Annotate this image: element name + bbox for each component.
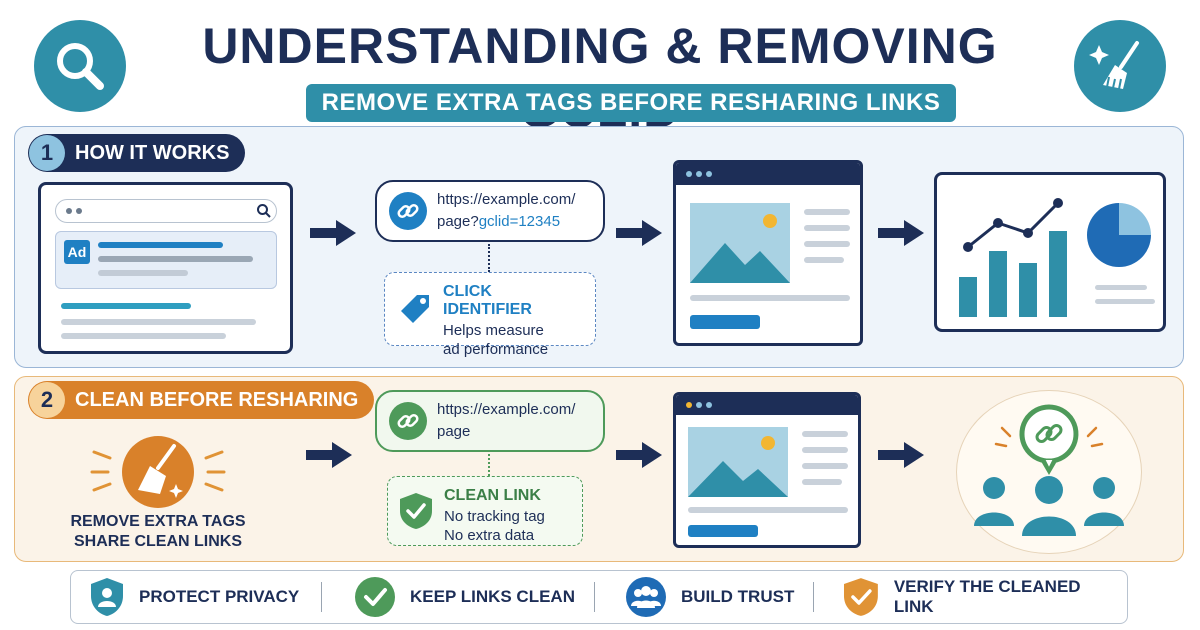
ad-badge: Ad (64, 240, 90, 264)
step-1-number: 1 (29, 135, 65, 171)
url-line-2: page?gclid=12345 (437, 211, 575, 233)
arrow-right-icon (878, 220, 924, 246)
clean-url[interactable]: https://example.com/ page (375, 390, 605, 452)
analytics-card (934, 172, 1166, 332)
group-icon (626, 577, 666, 617)
divider (813, 582, 814, 612)
arrow-right-icon (616, 442, 662, 468)
divider (594, 582, 595, 612)
landing-page-card (673, 160, 863, 346)
arrow-right-icon (310, 220, 356, 246)
url-text: https://example.com/ page (437, 399, 575, 443)
link-icon (389, 192, 427, 230)
arrow-right-icon (878, 442, 924, 468)
summary-line-2: SHARE CLEAN LINKS (73, 533, 242, 550)
arrow-right-icon (306, 442, 352, 468)
search-results-card: Ad (38, 182, 293, 354)
benefit-label: BUILD TRUST (681, 587, 795, 606)
click-identifier-box: CLICK IDENTIFIER Helps measure ad perfor… (384, 272, 596, 358)
benefit-protect-privacy: PROTECT PRIVACY (71, 571, 321, 623)
page-subtitle: REMOVE EXTRA TAGS BEFORE RESHARING LINKS (306, 84, 956, 122)
benefit-keep-links-clean: KEEP LINKS CLEAN (322, 571, 594, 623)
info-line-2: No extra data (444, 527, 535, 544)
url-line-1: https://example.com/ (437, 191, 576, 208)
step-1-title: HOW IT WORKS (75, 141, 230, 164)
clean-link-box: CLEAN LINK No tracking tag No extra data (387, 476, 583, 546)
link-icon (389, 402, 427, 440)
step-2-number: 2 (29, 382, 65, 418)
info-title: CLICK IDENTIFIER (443, 283, 532, 318)
clean-summary: REMOVE EXTRA TAGS SHARE CLEAN LINKS (58, 512, 258, 552)
ad-result[interactable]: Ad (55, 231, 277, 289)
summary-line-1: REMOVE EXTRA TAGS (70, 513, 246, 530)
benefit-label: VERIFY THE CLEANED LINK (893, 577, 1081, 616)
connector (488, 244, 490, 272)
gclid-url[interactable]: https://example.com/ page?gclid=12345 (375, 180, 605, 242)
shield-check-icon (843, 578, 878, 616)
url-line-2: page (437, 423, 471, 440)
search-icon (257, 204, 271, 218)
cta-button[interactable] (688, 525, 758, 537)
cta-button[interactable] (690, 315, 760, 329)
magnifier-icon (34, 20, 126, 112)
landing-page-card (673, 392, 861, 548)
shield-user-icon (91, 578, 123, 616)
divider (321, 582, 322, 612)
benefit-label: KEEP LINKS CLEAN (410, 587, 575, 606)
check-circle-icon (355, 577, 395, 617)
benefits-footer: PROTECT PRIVACY KEEP LINKS CLEAN BUILD T… (70, 570, 1128, 624)
step-2-title: CLEAN BEFORE RESHARING (75, 388, 359, 411)
benefit-label: PROTECT PRIVACY (139, 587, 300, 606)
url-line-1: https://example.com/ (437, 401, 576, 418)
analytics-chart-icon (959, 198, 1155, 317)
search-bar[interactable] (55, 199, 277, 223)
gclid-parameter: gclid=12345 (478, 213, 561, 230)
image-icon (688, 427, 788, 497)
browser-titlebar (676, 163, 860, 185)
info-line-1: Helps measure (443, 322, 544, 339)
step-2-label: 2 CLEAN BEFORE RESHARING (28, 381, 375, 419)
info-line-1: No tracking tag (444, 508, 545, 525)
url-path: page? (437, 213, 479, 230)
tag-icon (401, 295, 429, 323)
browser-titlebar (676, 395, 858, 415)
page-title: UNDERSTANDING & REMOVING GCLID (202, 18, 998, 138)
benefit-build-trust: BUILD TRUST (595, 571, 813, 623)
benefit-verify-link: VERIFY THE CLEANED LINK (814, 571, 1124, 623)
arrow-right-icon (616, 220, 662, 246)
info-line-2: ad performance (443, 341, 549, 358)
connector (488, 454, 490, 476)
url-text: https://example.com/ page?gclid=12345 (437, 189, 575, 233)
step-1-label: 1 HOW IT WORKS (28, 134, 246, 172)
info-title: CLEAN LINK (444, 487, 541, 504)
image-icon (690, 203, 790, 283)
share-people-icon (974, 404, 1124, 536)
broom-icon (90, 436, 226, 508)
shield-check-icon (400, 493, 432, 529)
broom-sparkle-icon (1074, 20, 1166, 112)
